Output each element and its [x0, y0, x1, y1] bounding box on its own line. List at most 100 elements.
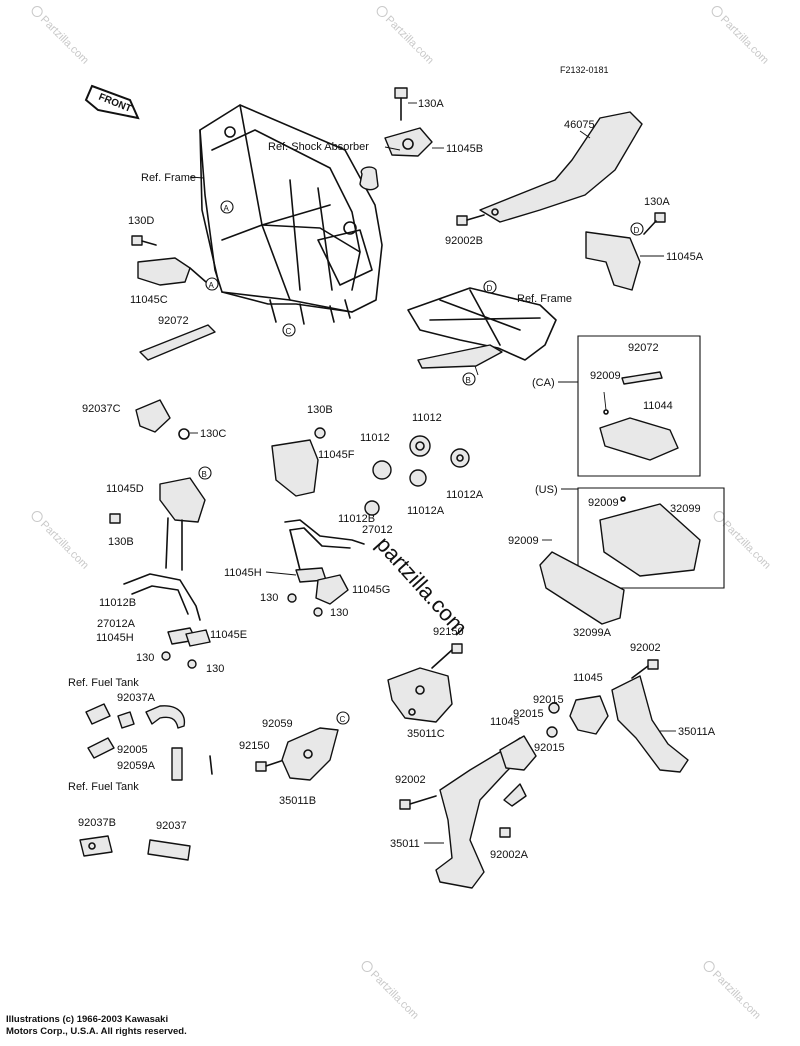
part-label-p35011b: 35011B	[279, 795, 316, 807]
bolt-92150-right	[431, 643, 463, 669]
part-label-p130_mid2: 130	[330, 607, 348, 619]
part-label-p11012a_2: 11012A	[407, 505, 445, 517]
marker-d-bracket	[630, 222, 644, 236]
marker-b-bracket	[198, 466, 212, 480]
part-label-p11045d: 11045D	[106, 483, 144, 495]
watermark-bottom-right: Partzilla.com	[703, 961, 763, 1022]
ref-frame-left: Ref. Frame	[141, 172, 196, 184]
hose-92059	[209, 665, 266, 775]
part-label-p27012a: 27012A	[97, 618, 136, 630]
part-label-p92009_ca: 92009	[590, 370, 621, 382]
part-label-p130d: 130D	[128, 215, 154, 227]
part-label-p92037b: 92037B	[78, 817, 116, 829]
strap-92072-left	[139, 324, 216, 361]
watermark-top-center: Partzilla.com	[376, 6, 436, 67]
marker-d-subframe	[483, 280, 497, 294]
watermark-mid-right: Partzilla.com	[713, 511, 773, 572]
part-label-p92150_right: 92150	[433, 626, 464, 638]
part-label-p11012_a: 11012	[360, 432, 390, 444]
ref-frame-right: Ref. Frame	[517, 293, 572, 305]
part-label-p11045h_left: 11045H	[96, 632, 134, 644]
canister-32099	[599, 496, 701, 577]
long-bracket-46075	[479, 111, 643, 223]
bolt-130a-right	[643, 212, 666, 235]
svg-text:Partzilla.com: Partzilla.com	[383, 14, 436, 67]
svg-text:Partzilla.com: Partzilla.com	[710, 969, 763, 1022]
part-label-p35011c: 35011C	[407, 728, 445, 740]
watermark-top-right: Partzilla.com	[711, 6, 771, 67]
bracket-35011b	[281, 727, 339, 781]
part-label-p92015_3: 92015	[534, 742, 565, 754]
part-label-p92059: 92059	[262, 718, 293, 730]
marker-b-subframe	[462, 372, 476, 386]
marker-c-frame	[282, 323, 296, 337]
part-label-p92072_ca: 92072	[628, 342, 659, 354]
part-label-p130a_right: 130A	[644, 196, 670, 208]
us-group-box	[577, 487, 725, 589]
part-label-p11045h_mid: 11045H	[224, 567, 262, 579]
part-label-p130c: 130C	[200, 428, 226, 440]
ref-fuel-tank-bottom: Ref. Fuel Tank	[68, 781, 139, 793]
part-label-p92002a: 92002A	[490, 849, 529, 861]
part-label-p11045_right: 11045	[573, 672, 603, 684]
shock-bracket-11045b	[359, 127, 433, 191]
part-label-p92072_left: 92072	[158, 315, 189, 327]
footpeg-bracket-35011a	[546, 675, 689, 773]
marker-a-bracket	[205, 277, 219, 291]
bolt-130b-left	[109, 513, 121, 524]
bolt-92002a	[499, 827, 511, 838]
cable-27012	[284, 519, 365, 571]
svg-text:Partzilla.com: Partzilla.com	[718, 14, 771, 67]
bolt-130d	[131, 235, 157, 246]
part-label-p92009_us: 92009	[588, 497, 619, 509]
part-label-p32099a: 32099A	[573, 627, 612, 639]
ref-fuel-tank-top: Ref. Fuel Tank	[68, 677, 139, 689]
bracket-11045d	[159, 477, 206, 571]
clamp-92037c	[135, 399, 190, 440]
part-label-p92002_left: 92002	[395, 774, 426, 786]
part-label-p11044: 11044	[643, 400, 673, 412]
bolt-92002-left	[399, 795, 437, 810]
part-label-p11012a_1: 11012A	[446, 489, 484, 501]
front-arrow-icon: FRONT	[84, 84, 140, 120]
part-label-p130_left2: 130	[206, 663, 224, 675]
part-label-p92015_2: 92015	[513, 708, 544, 720]
part-label-p92015_1: 92015	[533, 694, 564, 706]
part-label-p92002b: 92002B	[445, 235, 483, 247]
svg-text:Partzilla.com: Partzilla.com	[38, 519, 91, 572]
part-label-p92002_right: 92002	[630, 642, 661, 654]
tray-11044	[599, 391, 679, 461]
part-label-p27012: 27012	[362, 524, 393, 536]
part-label-p130a_top: 130A	[418, 98, 444, 110]
bolt-130a-top	[394, 87, 408, 121]
marker-letter-a2: A	[209, 281, 215, 290]
part-label-p11045_mid: 11045	[490, 716, 520, 728]
part-label-p11045f: 11045F	[318, 449, 355, 461]
rear-subframe-illustration	[407, 287, 557, 376]
marker-a-frame	[220, 200, 234, 214]
bolt-92150-left	[255, 759, 285, 772]
watermark-mid-left: Partzilla.com	[31, 511, 91, 572]
marker-letter-c2: C	[340, 715, 346, 724]
part-label-p130_mid1: 130	[260, 592, 278, 604]
grommets-11012	[364, 435, 470, 516]
marker-letter-d1: D	[487, 284, 493, 293]
clamp-92037b	[79, 835, 113, 857]
bracket-11045a	[585, 231, 641, 291]
svg-text:Partzilla.com: Partzilla.com	[368, 969, 421, 1022]
bolt-92002-right	[631, 659, 659, 679]
hoses-92059a	[85, 703, 186, 781]
marker-letter-b1: B	[466, 376, 471, 385]
main-frame-illustration	[199, 104, 383, 325]
marker-letter-d2: D	[634, 226, 640, 235]
marker-letter-b2: B	[202, 470, 207, 479]
part-label-p92037c: 92037C	[82, 403, 121, 415]
part-label-p11045a: 11045A	[666, 251, 704, 263]
part-label-p11012b_left: 11012B	[99, 597, 136, 609]
part-label-p35011a: 35011A	[678, 726, 716, 738]
part-label-p92009_mid: 92009	[508, 535, 539, 547]
part-label-p11012b_mid: 11012B	[338, 513, 375, 525]
part-label-p11045g: 11045G	[352, 584, 390, 596]
part-label-p11012_b: 11012	[412, 412, 442, 424]
